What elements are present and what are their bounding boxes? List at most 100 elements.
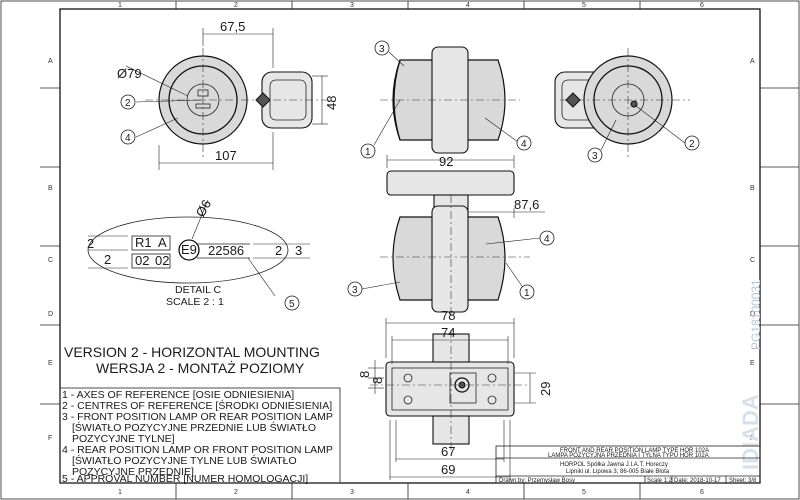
col-bottom-5: 5 (582, 489, 586, 496)
dims-top-view (386, 155, 545, 218)
row-right-d: D (750, 311, 755, 318)
legend-line-6: 4 - REAR POSITION LAMP OR FRONT POSITION… (62, 444, 333, 456)
frame-ticks (40, 1, 799, 499)
detail-r1: R1 (135, 235, 152, 250)
document-code: PG18100031 (749, 279, 763, 350)
callout-2-right: 2 (689, 139, 695, 150)
legend-line-4: [ŚWIATŁO POZYCYJNE PRZEDNIE LUB ŚWIATŁO (72, 421, 316, 434)
legend-line-7: [ŚWIATŁO POZYCYJNE TYLNE LUB ŚWIATŁO (72, 454, 297, 467)
col-bottom-4: 4 (466, 489, 470, 496)
callout-1-mid: 1 (524, 288, 530, 299)
legend-line-3: 3 - FRONT POSITION LAMP OR REAR POSITION… (62, 411, 333, 423)
dim-67-5: 67,5 (220, 19, 245, 34)
dim-74: 74 (441, 325, 455, 340)
legend-line-2: 2 - CENTRES OF REFERENCE [ŚRODKI ODNIESI… (62, 399, 332, 412)
dim-67: 67 (441, 444, 455, 459)
col-top-4: 4 (466, 2, 470, 9)
lamp-top-view (380, 170, 530, 318)
dim-3: 3 (295, 243, 302, 258)
col-bottom-3: 3 (350, 489, 354, 496)
lamp-front-view-right (554, 48, 690, 158)
dims-bottom-view (368, 318, 536, 480)
callout-2-left: 2 (125, 98, 131, 109)
legend-line-1: 1 - AXES OF REFERENCE [OSIE ODNIESIENIA] (62, 389, 294, 401)
dim-78: 78 (441, 308, 455, 323)
dims-front-view-left (125, 28, 328, 170)
legend-box (59, 387, 341, 484)
detail-c-title: DETAIL C (175, 284, 222, 296)
col-top-2: 2 (234, 2, 238, 9)
col-top-5: 5 (582, 2, 586, 9)
dim-107: 107 (215, 148, 237, 163)
col-bottom-2: 2 (234, 489, 238, 496)
callout-3-top: 3 (379, 44, 385, 55)
detail-c-scale: SCALE 2 : 1 (166, 296, 224, 308)
dim-48: 48 (324, 96, 339, 110)
sheet: Sheet: 3/8 (729, 478, 757, 484)
row-left-a: A (48, 58, 53, 65)
dim-92: 92 (439, 154, 453, 169)
row-right-b: B (750, 185, 755, 192)
callout-4-top: 4 (521, 139, 527, 150)
company-name: HORPOL Spółka Jawna J.I.A.T. Horeczy (560, 462, 668, 468)
title-block (495, 445, 761, 484)
drawn-by: Drawn by: Przemysław Bosy (499, 478, 575, 484)
callouts-front-view-right (587, 105, 700, 163)
lamp-bottom-view (370, 330, 530, 450)
callout-3-right: 3 (592, 151, 598, 162)
row-left-b: B (48, 185, 53, 192)
version-title-pl: WERSJA 2 - MONTAŻ POZIOMY (96, 359, 305, 376)
detail-c (87, 199, 310, 311)
legend-line-9: 5 - APPROVAL NUMBER [NUMER HOMOLOGACJI] (62, 473, 308, 485)
col-bottom-6: 6 (700, 489, 704, 496)
row-right-e: E (750, 360, 755, 367)
callouts-front-view-left (120, 94, 204, 145)
callout-5: 5 (289, 299, 295, 310)
dim-2-c: 2 (275, 243, 282, 258)
dim-2-a: 2 (87, 236, 94, 251)
col-top-1: 1 (118, 2, 122, 9)
scale: Scale 1:2 (647, 478, 673, 484)
dim-29: 29 (538, 382, 553, 396)
row-right-c: C (750, 257, 755, 264)
callouts-side-view-top (360, 40, 532, 159)
dim-diameter-79: Ø79 (117, 66, 142, 81)
col-bottom-1: 1 (118, 489, 122, 496)
title-en: FRONT AND REAR POSITION LAMP TYPE HOR 10… (560, 448, 709, 454)
row-right-a: A (750, 58, 755, 65)
detail-02-left: 02 (135, 253, 149, 268)
detail-a: A (158, 235, 167, 250)
callouts-top-view (347, 230, 555, 300)
detail-approval-number: 22586 (208, 243, 244, 258)
legend-line-8: POZYCYJNE PRZEDNIE] (72, 466, 194, 478)
lamp-side-view-top (380, 46, 520, 154)
row-left-d: D (48, 311, 53, 318)
row-left-e: E (48, 360, 53, 367)
company-address: Lipniki ul. Lipowa 3, 86-005 Białe Błota (566, 469, 670, 475)
row-right-f: F (750, 435, 754, 442)
dim-8-a: 8 (357, 371, 372, 378)
dim-diameter-6: Ø6 (193, 197, 215, 220)
legend-line-5: POZYCYJNE TYLNE] (72, 433, 175, 445)
callout-4-left: 4 (125, 133, 131, 144)
dim-69: 69 (441, 462, 455, 477)
col-top-3: 3 (350, 2, 354, 9)
lamp-front-view-left (145, 48, 330, 158)
date: Date: 2018-10-17 (674, 478, 721, 484)
version-title-en: VERSION 2 - HORIZONTAL MOUNTING (64, 344, 320, 360)
dim-2-b: 2 (104, 252, 111, 267)
detail-e9: E9 (181, 242, 197, 257)
col-top-6: 6 (700, 2, 704, 9)
row-left-f: F (48, 435, 52, 442)
callout-3-mid: 3 (352, 285, 358, 296)
idiada-logo: IDIADA (738, 394, 763, 470)
title-pl: LAMPA POZYCYJNA PRZEDNIA I TYLNA TYPU HO… (548, 453, 709, 459)
dim-8-b: 8 (370, 377, 385, 384)
dim-87-6: 87,6 (514, 197, 539, 212)
callout-4-mid: 4 (544, 234, 550, 245)
row-left-c: C (48, 257, 53, 264)
callout-1-top: 1 (365, 147, 371, 158)
detail-02-right: 02 (155, 253, 169, 268)
